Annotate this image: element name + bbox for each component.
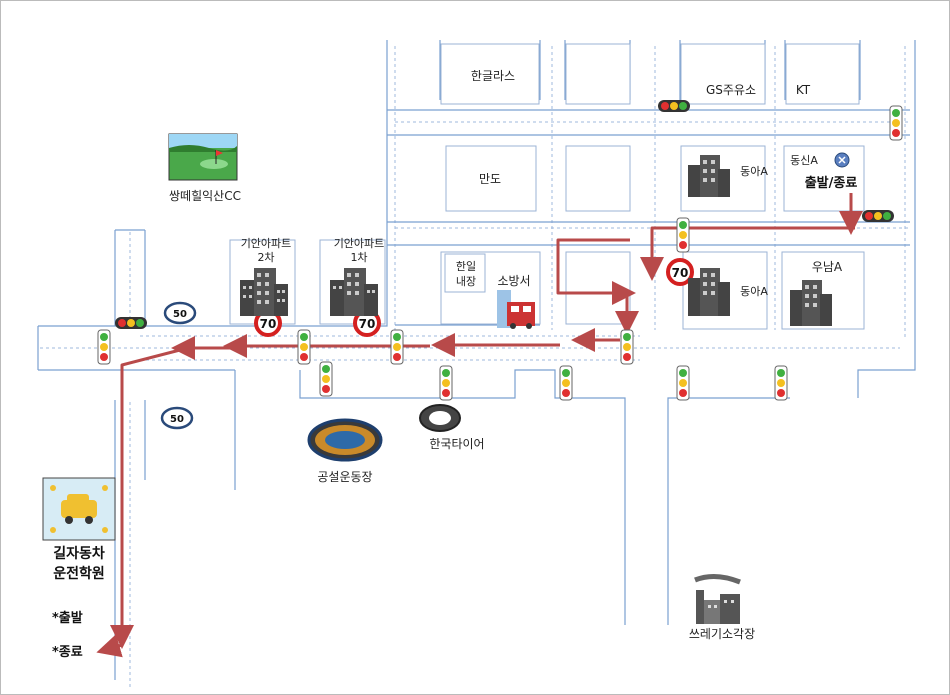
traffic-light-icon [559, 365, 573, 401]
label-kia2-2: 2차 [257, 251, 274, 264]
label-gs: GS주유소 [706, 83, 756, 97]
speed-limit-value: 70 [260, 317, 277, 331]
traffic-light-icon [676, 217, 690, 253]
label-hanil-1: 한일 [456, 259, 476, 273]
traffic-light-icon [620, 329, 634, 365]
label-incinerator: 쓰레기소각장 [689, 627, 755, 641]
traffic-light-icon [319, 361, 333, 397]
traffic-light-icon [390, 329, 404, 365]
traffic-light-icon [439, 365, 453, 401]
driving-school-icon [42, 477, 116, 541]
label-firestation: 소방서 [497, 274, 530, 288]
traffic-light-icon [774, 365, 788, 401]
label-school-2: 운전학원 [53, 565, 105, 582]
label-donga2: 동아A [740, 285, 768, 298]
label-donga1: 동아A [740, 165, 768, 178]
speed-limit-value: 70 [672, 266, 689, 280]
road-sign-bottom: 50 [160, 406, 194, 430]
apartment-icon [790, 280, 832, 326]
traffic-light-icon [97, 329, 111, 365]
place-labels: 한글라스 GS주유소 KT 만도 동아A 동신A 출발/종료 동아A 우남A 한… [52, 69, 857, 660]
fire-station-icon [497, 290, 535, 329]
tire-icon [419, 404, 461, 432]
label-end-note: *종료 [52, 645, 83, 660]
label-golf: 쌍떼힐익산CC [169, 189, 241, 203]
label-hangeulras: 한글라스 [471, 69, 515, 83]
traffic-lights [97, 100, 903, 401]
traffic-light-icon [889, 105, 903, 141]
road-sign-value: 50 [170, 414, 184, 425]
incinerator-icon [694, 574, 741, 624]
golf-course-icon [168, 133, 238, 181]
traffic-light-icon [297, 329, 311, 365]
traffic-light-icon [862, 210, 894, 222]
traffic-light-icon [676, 365, 690, 401]
stadium-icon [307, 418, 383, 462]
start-end-marker-icon [834, 152, 850, 168]
apartment-icon [330, 268, 378, 316]
speed-limit-sign-donga: 70 [666, 258, 694, 286]
label-tire: 한국타이어 [429, 437, 484, 451]
road-sign-top: 50 [163, 301, 197, 325]
traffic-light-icon [115, 317, 147, 329]
road-sign-value: 50 [173, 309, 187, 320]
label-kia1-2: 1차 [350, 251, 367, 264]
label-mando: 만도 [479, 172, 501, 186]
apartment-icon [688, 155, 730, 197]
label-stadium: 공설운동장 [317, 470, 372, 484]
label-kia2-1: 기안아파트 [241, 237, 292, 250]
label-hanil-2: 내장 [456, 275, 476, 288]
apartment-icon [688, 268, 730, 316]
traffic-light-icon [658, 100, 690, 112]
label-start-note: *출발 [52, 610, 83, 626]
label-start-end: 출발/종료 [805, 175, 858, 191]
label-kia1-1: 기안아파트 [334, 237, 385, 250]
label-wunam: 우남A [812, 260, 843, 274]
label-dongshin: 동신A [790, 154, 818, 167]
speed-limit-value: 70 [359, 317, 376, 331]
driving-route [96, 193, 863, 658]
apartment-icon [240, 268, 288, 316]
label-kt: KT [796, 83, 811, 97]
label-school-1: 길자동차 [53, 546, 105, 562]
